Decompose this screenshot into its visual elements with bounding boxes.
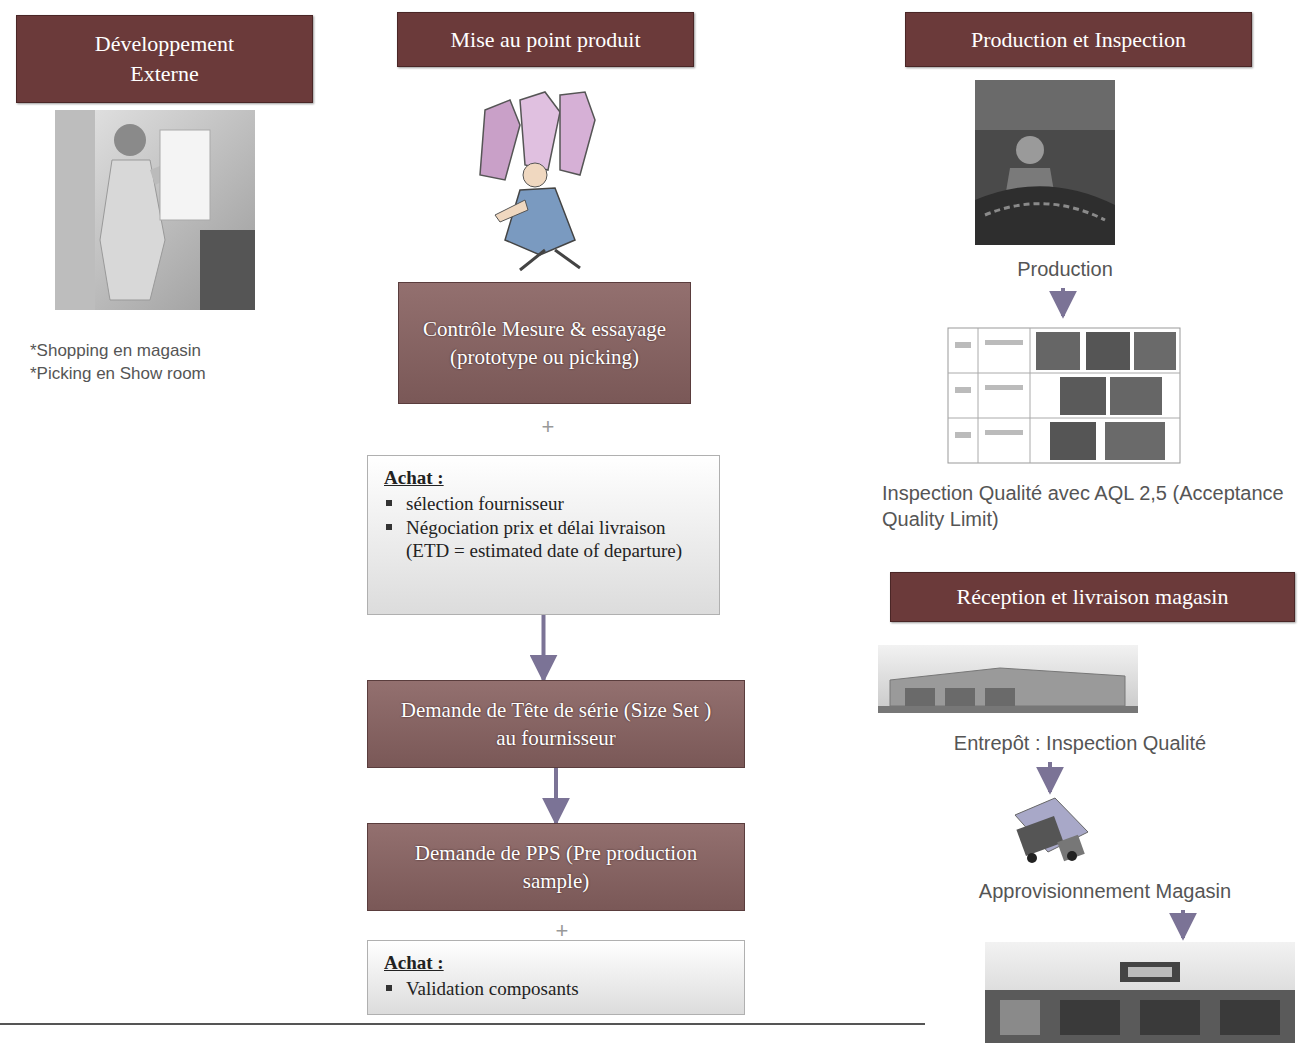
flow-arrow: [542, 615, 546, 680]
list-heading: Achat :: [384, 951, 728, 975]
box-text: Production et Inspection: [971, 25, 1186, 55]
bullet-marker: [386, 500, 392, 506]
step-label: Approvisionnement Magasin: [920, 878, 1290, 904]
list-text: Validation composants: [406, 977, 579, 1001]
list-item: sélection fournisseur: [384, 492, 703, 516]
list-heading-row: Achat :: [384, 951, 728, 977]
process-box: Demande de Tête de série (Size Set ) au …: [367, 680, 745, 768]
shopping-photo: [55, 110, 255, 310]
box-text: Réception et livraison magasin: [957, 582, 1229, 612]
truck-icon: [1015, 798, 1088, 863]
box-text: Mise au point produit: [450, 25, 640, 55]
note-box: Achat :Validation composants: [367, 940, 745, 1015]
process-box: Demande de PPS (Pre production sample): [367, 823, 745, 911]
step-label: Inspection Qualité avec AQL 2,5 (Accepta…: [882, 480, 1294, 532]
box-text: Développement Externe: [67, 29, 262, 88]
list-text: Négociation prix et délai livraison (ETD…: [406, 516, 703, 564]
bullet-marker: [386, 524, 392, 530]
box-text: Contrôle Mesure & essayage (prototype ou…: [421, 315, 668, 372]
bullet-marker: [386, 985, 392, 991]
process-box: Contrôle Mesure & essayage (prototype ou…: [398, 282, 691, 404]
step-label: Production: [965, 256, 1165, 282]
list-heading-row: Achat :: [384, 466, 703, 492]
section-header: Réception et livraison magasin: [890, 572, 1295, 622]
plus-sign: +: [547, 917, 577, 946]
section-header: Production et Inspection: [905, 12, 1252, 67]
section-header: Développement Externe: [16, 15, 313, 103]
list-heading: Achat :: [384, 466, 703, 490]
list-item: Négociation prix et délai livraison (ETD…: [384, 516, 703, 564]
production-photo: [975, 80, 1115, 245]
note-text: *Shopping en magasin: [30, 340, 310, 362]
store-photo: [985, 942, 1295, 1043]
note-text: *Picking en Show room: [30, 363, 310, 385]
flow-arrow: [1048, 762, 1052, 792]
warehouse-photo: [878, 645, 1138, 713]
tailor-clipart: [480, 92, 595, 270]
flow-arrow: [1061, 288, 1065, 316]
list-text: sélection fournisseur: [406, 492, 564, 516]
inspection-table: [948, 328, 1180, 463]
box-text: Demande de Tête de série (Size Set ) au …: [390, 696, 722, 753]
step-label: Entrepôt : Inspection Qualité: [880, 730, 1280, 756]
flow-arrow: [1181, 910, 1185, 938]
box-text: Demande de PPS (Pre production sample): [390, 839, 722, 896]
note-box: Achat :sélection fournisseurNégociation …: [367, 455, 720, 615]
plus-sign: +: [533, 413, 563, 442]
list-item: Validation composants: [384, 977, 728, 1001]
section-header: Mise au point produit: [397, 12, 694, 67]
flow-arrow: [554, 768, 558, 823]
bottom-rule: [0, 1023, 925, 1025]
